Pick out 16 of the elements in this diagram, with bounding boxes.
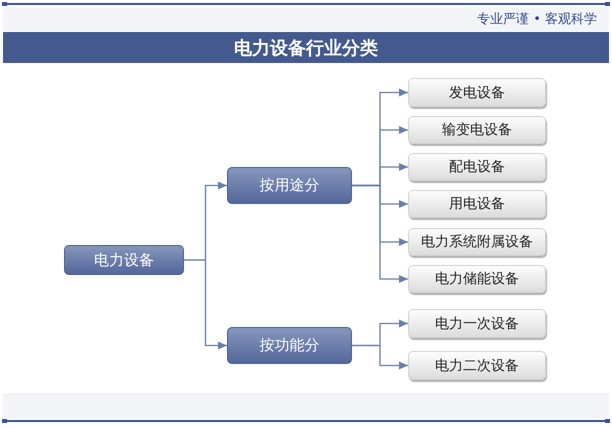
item-box: 电力二次设备 (408, 351, 546, 380)
item-box: 发电设备 (408, 78, 546, 107)
item-box: 输变电设备 (408, 116, 546, 144)
item-box: 电力储能设备 (408, 265, 546, 293)
title-bar: 电力设备行业分类 (3, 32, 609, 63)
arrow (352, 344, 408, 370)
arrow (352, 184, 408, 283)
category-box: 按用途分 (227, 167, 352, 204)
item-box: 用电设备 (408, 190, 546, 218)
item-box: 电力一次设备 (408, 309, 546, 338)
slogan-text: 专业严谨 • 客观科学 (477, 11, 597, 28)
item-box: 配电设备 (408, 153, 546, 181)
arrow (184, 259, 227, 350)
item-box: 电力系统附属设备 (408, 228, 546, 256)
category-box: 电力设备 (64, 245, 184, 275)
category-box: 按功能分 (227, 327, 352, 364)
